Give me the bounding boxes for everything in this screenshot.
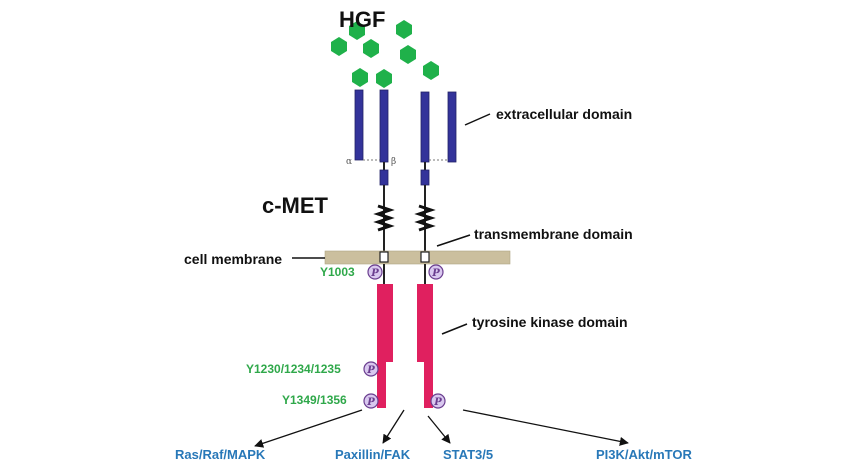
beta-chain	[379, 89, 389, 163]
phospho-sites: P P P P P	[363, 264, 446, 409]
juxtamembrane-segment	[420, 169, 430, 186]
arrow-stat3-5	[427, 415, 451, 444]
svg-text:P: P	[433, 397, 442, 408]
hgf-molecule	[423, 61, 439, 80]
pathway-ras-raf-mapk: Ras/Raf/MAPK	[175, 447, 266, 462]
leader-line-kinase	[441, 323, 468, 335]
alpha-chain	[447, 91, 457, 163]
alpha-chain	[354, 89, 364, 161]
receptor-right	[414, 91, 457, 252]
hgf-molecule	[376, 69, 392, 88]
svg-text:P: P	[366, 397, 375, 408]
c-met-label: c-MET	[262, 193, 328, 218]
svg-text:P: P	[431, 268, 440, 279]
leader-line-transmembrane	[436, 234, 471, 247]
kinase-domain-right	[417, 284, 433, 408]
receptor-left	[354, 89, 395, 252]
transmembrane-helix	[373, 204, 395, 232]
cell-membrane-label: cell membrane	[184, 251, 283, 267]
hgf-molecule	[363, 39, 379, 58]
hgf-label: HGF	[339, 7, 386, 32]
phospho-site: P	[363, 361, 379, 377]
hgf-ligands	[331, 20, 439, 88]
hgf-molecule	[331, 37, 347, 56]
juxtamembrane-segment	[379, 169, 389, 186]
phospho-site: P	[363, 393, 379, 409]
hgf-molecule	[352, 68, 368, 87]
transmembrane-domain-label: transmembrane domain	[474, 226, 633, 242]
site-y1003-label: Y1003	[320, 265, 355, 279]
phospho-site: P	[430, 393, 446, 409]
svg-text:P: P	[366, 365, 375, 376]
hgf-molecule	[400, 45, 416, 64]
hgf-molecule	[349, 21, 365, 40]
transmembrane-box	[420, 251, 430, 263]
tyrosine-kinase-domain-label: tyrosine kinase domain	[472, 314, 628, 330]
cell-membrane-bar	[324, 250, 511, 265]
arrow-ras-raf-mapk	[254, 409, 363, 448]
arrow-paxillin-fak	[382, 409, 405, 444]
beta-chain	[420, 91, 430, 163]
svg-text:P: P	[370, 268, 379, 279]
pathway-pi3k-akt-mtor: PI3K/Akt/mTOR	[596, 447, 692, 462]
hgf-molecule	[396, 20, 412, 39]
pathway-stat3-5: STAT3/5	[443, 447, 494, 462]
transmembrane-box	[379, 251, 389, 263]
phospho-site: P	[367, 264, 383, 280]
leader-line-extracellular	[464, 113, 491, 126]
alpha-subunit-label: α	[346, 157, 353, 167]
kinase-domain-left	[377, 284, 393, 408]
pathway-paxillin-fak: Paxillin/FAK	[335, 447, 411, 462]
extracellular-domain-label: extracellular domain	[496, 106, 633, 122]
transmembrane-helix	[414, 204, 436, 232]
phospho-site: P	[428, 264, 444, 280]
site-y1349-1356-label: Y1349/1356	[282, 393, 347, 407]
site-y1230-1234-1235-label: Y1230/1234/1235	[246, 362, 341, 376]
arrow-pi3k-akt-mtor	[462, 409, 629, 446]
beta-subunit-label: β	[391, 157, 397, 167]
